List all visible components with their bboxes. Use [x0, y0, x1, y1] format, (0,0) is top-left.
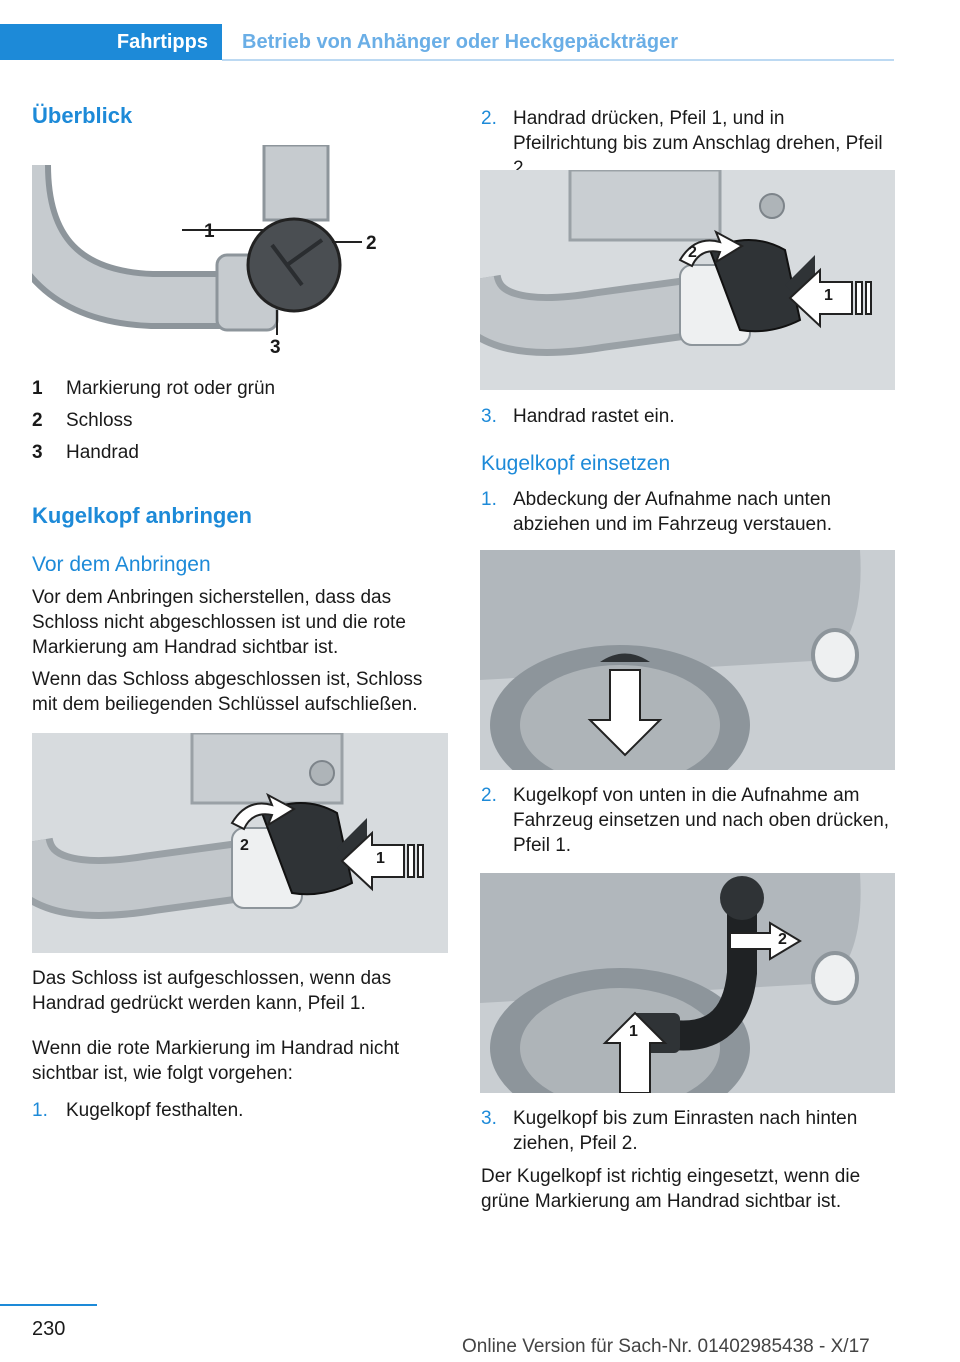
figure-insert: 2 1: [480, 873, 895, 1093]
callout-2: 2: [240, 837, 249, 854]
step-text: Kugelkopf festhalten.: [66, 1100, 244, 1121]
figure-cover: [480, 550, 895, 770]
attach-heading: Kugelkopf anbringen: [32, 503, 252, 528]
callout-2: 2: [366, 233, 377, 254]
before-heading: Vor dem Anbringen: [32, 553, 211, 576]
step-number: 2.: [481, 108, 497, 129]
step-number: 1.: [481, 489, 497, 510]
section-tab[interactable]: Fahrtipps: [0, 24, 222, 60]
figure-unlock: 2 1: [32, 733, 448, 953]
figure-overview: 1 2 3: [32, 145, 448, 365]
step-number: 3.: [481, 1108, 497, 1129]
callout-1: 1: [204, 221, 215, 242]
overview-heading: Überblick: [32, 103, 133, 128]
paragraph: Wenn die rote Markierung im Handrad nich…: [32, 1038, 400, 1084]
chapter-title: Betrieb von Anhänger oder Heckgepäckträg…: [242, 31, 679, 53]
header-rule: [222, 59, 894, 61]
paragraph: Das Schloss ist aufgeschlossen, wenn das…: [32, 968, 392, 1014]
step-text: Handrad drücken, Pfeil 1, und in Pfeilri…: [513, 108, 883, 179]
paragraph: Wenn das Schloss abgeschlossen ist, Schl…: [32, 669, 423, 715]
insert-heading: Kugelkopf einsetzen: [481, 452, 671, 475]
step-text: Handrad rastet ein.: [513, 406, 675, 427]
callout-1: 1: [376, 850, 385, 867]
step-number: 2.: [481, 785, 497, 806]
page-header: Fahrtipps Betrieb von Anhänger oder Heck…: [0, 24, 894, 61]
step-text: Abdeckung der Aufnahme nach unten abzieh…: [513, 489, 832, 535]
figure-handwheel: 2 1: [480, 170, 895, 390]
page-number-rule: [0, 1304, 97, 1306]
callout-1: 1: [629, 1023, 638, 1040]
step-text: Kugelkopf bis zum Einrasten nach hinten …: [513, 1108, 858, 1154]
callout-2: 2: [688, 244, 697, 261]
paragraph: Vor dem Anbringen sicherstellen, dass da…: [32, 587, 406, 658]
callout-2: 2: [778, 931, 787, 948]
online-version-note: Online Version für Sach-Nr. 01402985438 …: [462, 1336, 870, 1357]
step-text: Kugelkopf von unten in die Aufnahme am F…: [513, 785, 890, 856]
callout-1: 1: [824, 287, 833, 304]
step-number: 3.: [481, 406, 497, 427]
paragraph: Der Kugelkopf ist richtig eingesetzt, we…: [481, 1166, 861, 1212]
step-number: 1.: [32, 1100, 48, 1121]
page-number: 230: [32, 1318, 66, 1340]
callout-3: 3: [270, 337, 281, 358]
